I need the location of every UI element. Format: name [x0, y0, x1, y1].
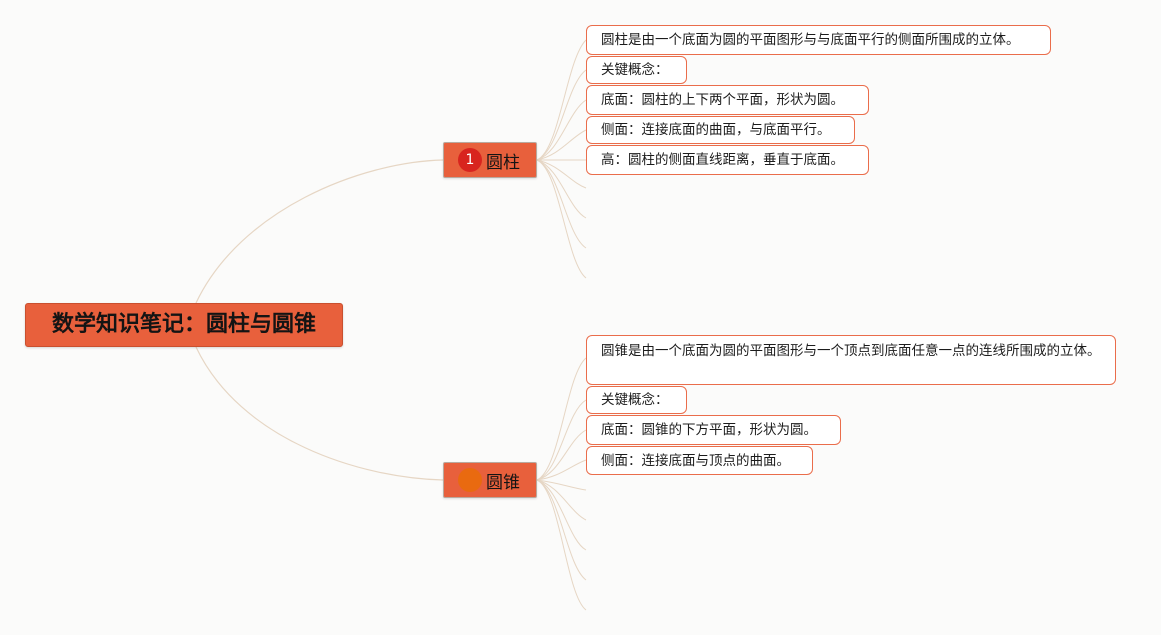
- root-topic[interactable]: 数学知识笔记：圆柱与圆锥: [25, 303, 343, 347]
- branch-label-cone: 圆锥: [486, 472, 520, 493]
- branch-node-cone[interactable]: 圆锥: [443, 462, 537, 498]
- orange-dot-icon: [458, 468, 482, 492]
- leaf-cylinder-key-concepts[interactable]: 关键概念：: [586, 56, 687, 84]
- leaf-cylinder-height[interactable]: 高：圆柱的侧面直线距离，垂直于底面。: [586, 145, 869, 175]
- leaf-cone-key-concepts[interactable]: 关键概念：: [586, 386, 687, 414]
- branch-1-fan: [536, 39, 587, 279]
- branch-node-cylinder[interactable]: 1 圆柱: [443, 142, 537, 178]
- branch-label-cylinder: 圆柱: [486, 152, 520, 173]
- branch-2-fan: [536, 357, 587, 611]
- leaf-cylinder-lateral-surface[interactable]: 侧面：连接底面的曲面，与底面平行。: [586, 116, 855, 144]
- leaf-cylinder-definition[interactable]: 圆柱是由一个底面为圆的平面图形与与底面平行的侧面所围成的立体。: [586, 25, 1051, 55]
- leaf-cone-lateral-surface[interactable]: 侧面：连接底面与顶点的曲面。: [586, 446, 813, 475]
- root-to-branch-1-line: [195, 159, 444, 304]
- leaf-cylinder-base[interactable]: 底面：圆柱的上下两个平面，形状为圆。: [586, 85, 869, 115]
- root-to-branch-2-line: [195, 346, 444, 481]
- leaf-cone-definition[interactable]: 圆锥是由一个底面为圆的平面图形与一个顶点到底面任意一点的连线所围成的立体。: [586, 335, 1116, 385]
- leaf-cone-base[interactable]: 底面：圆锥的下方平面，形状为圆。: [586, 415, 841, 445]
- priority-1-icon: 1: [458, 148, 482, 172]
